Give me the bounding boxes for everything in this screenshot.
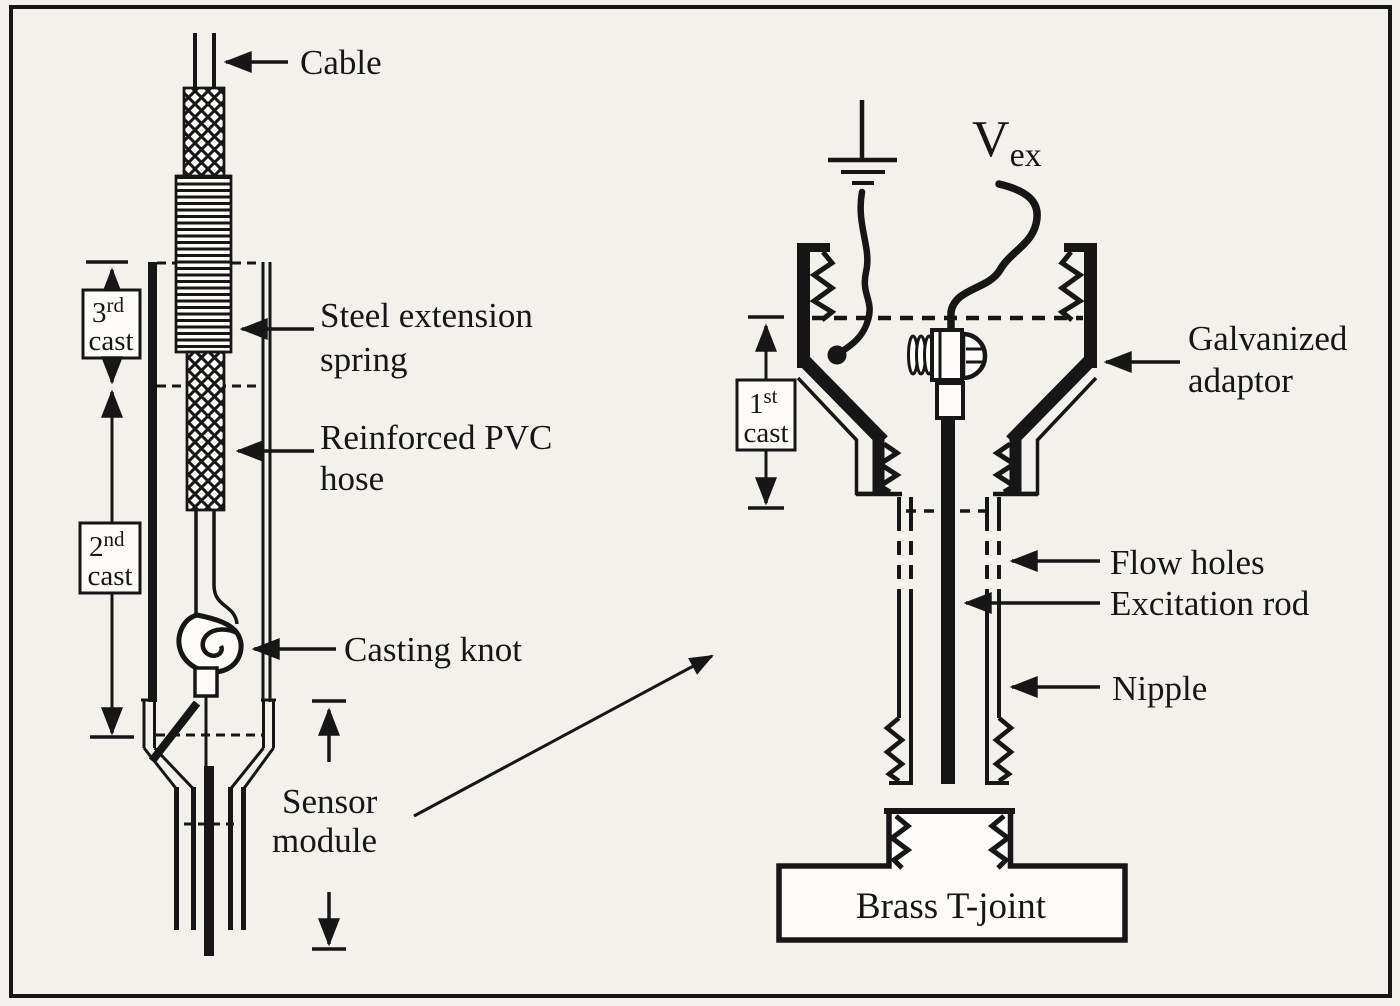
first-cast-ordinal: 1st xyxy=(749,384,778,420)
ground-wire-stub xyxy=(148,700,201,764)
knot-label: Casting knot xyxy=(344,630,522,669)
t-joint-body xyxy=(776,811,1128,943)
steel-spring-section xyxy=(174,174,233,354)
adaptor-right-cap xyxy=(1064,243,1097,252)
outer-tube-left-wall xyxy=(148,262,157,702)
adaptor-label-line2: adaptor xyxy=(1188,361,1293,400)
adaptor-left-wall xyxy=(797,243,810,368)
figure-border xyxy=(9,5,1392,998)
left-probe-diagram: 3rd cast 2nd cast Cable Steel extension xyxy=(78,33,714,956)
adaptor-left-neck-thread xyxy=(875,441,902,495)
nipple-tube xyxy=(883,497,1015,785)
adaptor-right-wall xyxy=(1084,243,1097,368)
nipple-right-thread xyxy=(992,716,1015,783)
braided-cable-section xyxy=(182,86,226,180)
module-tubes xyxy=(174,787,246,930)
spring-label-line1: Steel extension xyxy=(320,296,533,335)
first-cast-word: cast xyxy=(743,417,788,449)
nipple-label: Nipple xyxy=(1112,669,1207,708)
sensor-module-label-line2: module xyxy=(272,821,377,860)
adaptor-right-thread xyxy=(1057,250,1085,322)
vex-label: Vex xyxy=(972,111,1042,174)
nipple-left-thread xyxy=(883,716,906,783)
second-cast-word: cast xyxy=(87,560,132,592)
knot-ferrule xyxy=(193,666,219,698)
t-joint-label: Brass T-joint xyxy=(856,886,1047,927)
hose-label-line1: Reinforced PVC xyxy=(320,418,552,457)
third-cast-dimension: 3rd cast xyxy=(81,260,142,385)
terminal-screw xyxy=(907,328,988,420)
adaptor-left-thread xyxy=(809,250,837,322)
third-cast-ordinal: 3rd xyxy=(92,293,124,329)
sensor-module-label-line1: Sensor xyxy=(282,782,378,821)
excitation-rod xyxy=(941,416,955,784)
screw-slot xyxy=(966,347,985,364)
ground-solder-dot xyxy=(827,345,847,365)
t-joint-left-thread xyxy=(887,814,913,870)
spring-label-line2: spring xyxy=(320,340,408,379)
flow-holes-right xyxy=(985,517,1001,589)
detail-view-arrow xyxy=(413,654,714,818)
casting-knot xyxy=(176,612,244,675)
adaptor-label-line1: Galvanized xyxy=(1188,319,1348,358)
third-cast-box xyxy=(81,288,142,360)
adaptor-left-funnel xyxy=(798,355,888,446)
galvanized-adaptor xyxy=(796,243,1098,497)
screw-head xyxy=(960,331,988,381)
sensor-module-extent xyxy=(312,699,346,951)
ground-symbol-icon xyxy=(828,100,897,185)
third-cast-word: cast xyxy=(88,325,133,357)
adaptor-right-funnel xyxy=(1006,355,1096,446)
flow-holes-label: Flow holes xyxy=(1110,543,1265,582)
pvc-hose-section xyxy=(185,350,226,512)
sensor-cord-right xyxy=(212,510,239,625)
flow-holes-left xyxy=(897,517,913,589)
right-detail-diagram: Vex xyxy=(735,100,1348,943)
cable-lines xyxy=(193,33,216,91)
ground-wire xyxy=(837,188,873,356)
excitation-rod-label: Excitation rod xyxy=(1110,584,1310,623)
adaptor-left-cap xyxy=(797,243,830,252)
module-rod xyxy=(204,766,214,956)
hose-label-line2: hose xyxy=(320,459,384,498)
second-cast-ordinal: 2nd xyxy=(89,527,125,563)
first-cast-dimension: 1st cast xyxy=(735,315,797,510)
t-joint-right-thread xyxy=(987,814,1013,870)
second-cast-box xyxy=(78,521,142,595)
rod-sleeve xyxy=(935,381,965,420)
cable-label: Cable xyxy=(300,43,382,82)
second-cast-dimension: 2nd cast xyxy=(78,389,142,739)
excitation-wire xyxy=(947,180,1041,334)
brass-t-joint: Brass T-joint xyxy=(776,808,1128,943)
adaptor-right-neck-thread xyxy=(992,441,1019,495)
first-cast-box xyxy=(735,378,797,452)
